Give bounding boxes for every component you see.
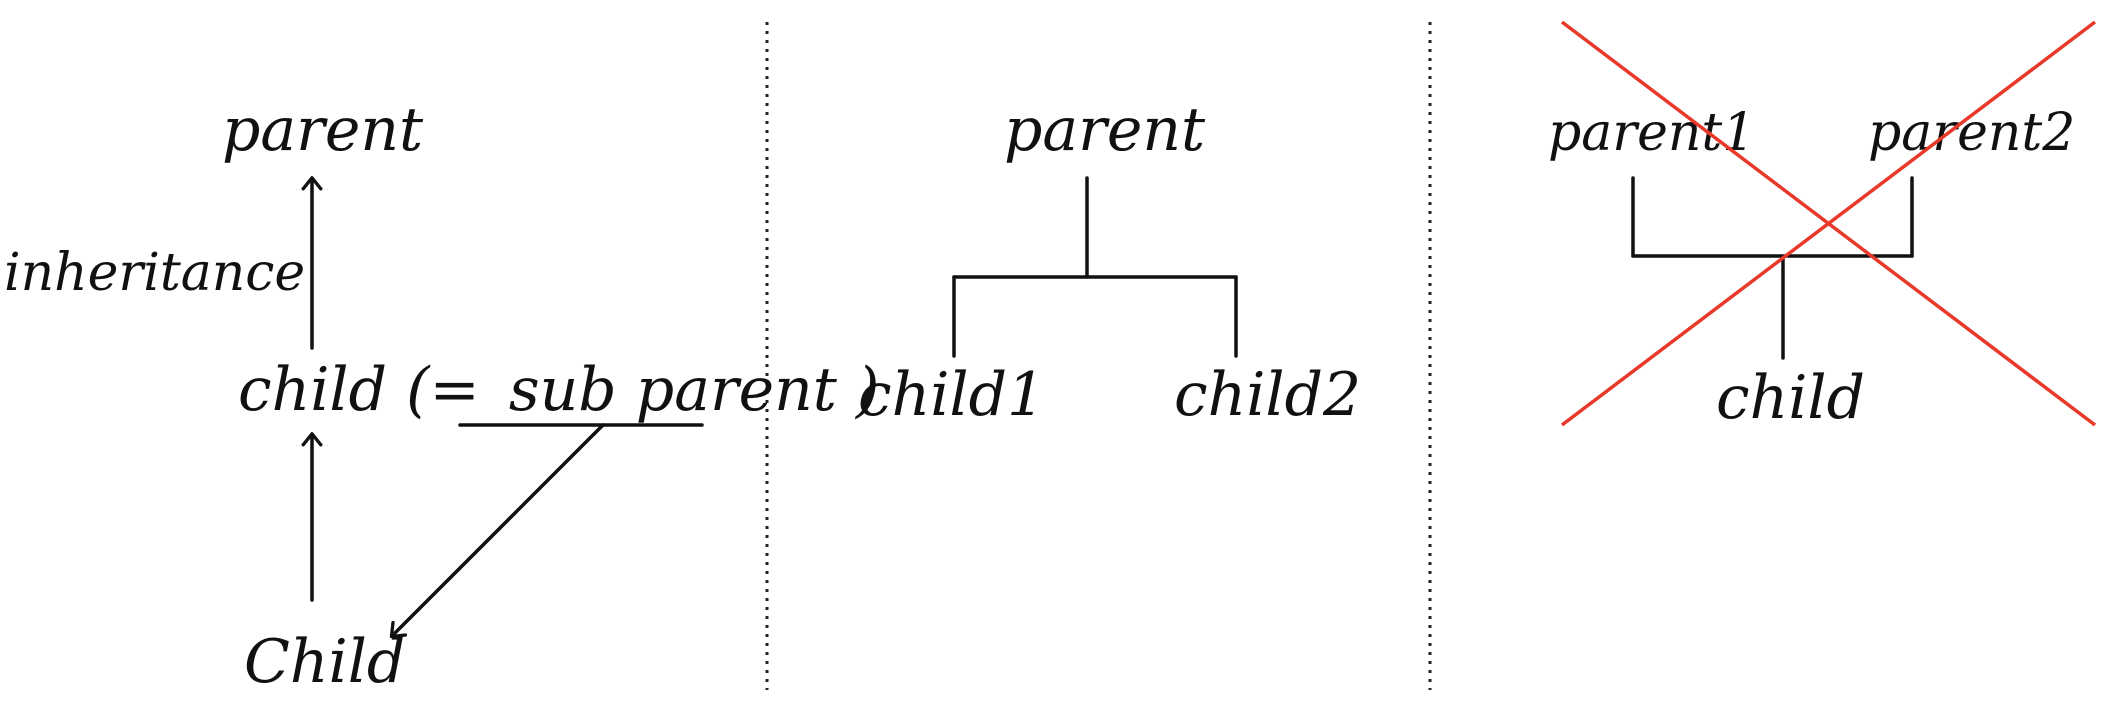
child2-label: child2 [1174,360,1361,430]
panel-right: parent1 parent2 child [1548,20,2097,433]
sub-parent-text: sub parent [509,355,838,425]
middle-parent-label: parent [1004,95,1206,165]
grandchild-label: Child [244,627,405,697]
child-suffix: ) [854,355,879,425]
inheritance-label: inheritance [4,243,305,303]
child-prefix: child (= [238,355,480,425]
right-child-label: child [1716,363,1865,433]
panel-left: parent inheritance child (= sub parent )… [4,95,879,697]
panel-middle: parent child1 child2 [858,95,1361,430]
parent1-label: parent1 [1548,103,1755,163]
left-parent-label: parent [222,95,424,165]
cross-out-stroke-2 [1560,20,2097,427]
sub-parent-arrow [389,423,605,639]
left-child-label: child (= sub parent ) [238,355,879,425]
child1-label: child1 [858,360,1045,430]
parent2-label: parent2 [1868,103,2075,163]
